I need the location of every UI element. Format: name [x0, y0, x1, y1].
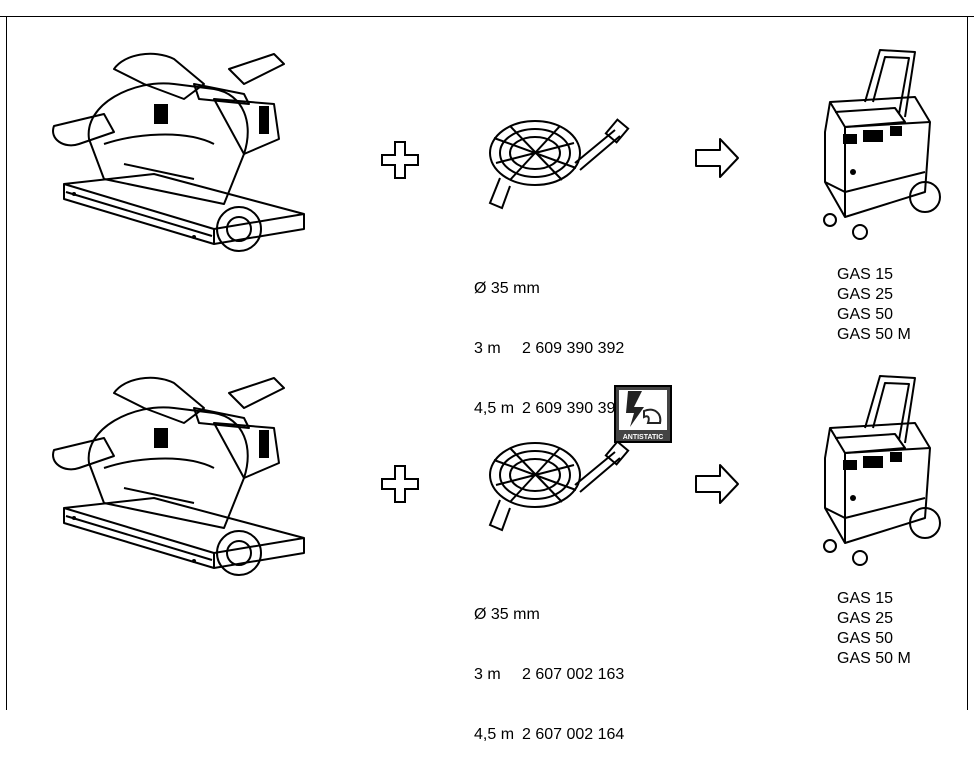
antistatic-label: ANTISTATIC — [623, 434, 664, 441]
page-frame-right — [967, 16, 968, 710]
hose-illustration — [488, 440, 630, 532]
vacuum-cleaner-illustration — [823, 49, 941, 240]
page-frame-top — [0, 16, 974, 17]
hose-length: 4,5 m — [474, 726, 515, 743]
hose-option-row: 3 m 2 609 390 392 — [474, 339, 624, 359]
vacuum-model: GAS 50 — [837, 306, 894, 323]
hose-option-row: 3 m 2 607 002 163 — [474, 665, 624, 685]
hose-diameter: Ø 35 mm — [474, 606, 540, 623]
vacuum-model: GAS 15 — [837, 266, 894, 283]
plunge-saw-illustration — [52, 52, 305, 252]
vacuum-model: GAS 50 M — [837, 326, 911, 343]
vacuum-model: GAS 25 — [837, 610, 894, 627]
antistatic-icon: ANTISTATIC — [614, 385, 672, 443]
antistatic-badge: ANTISTATIC — [614, 385, 672, 443]
page-frame-left — [6, 16, 7, 710]
hose-spec-block: Ø 35 mm 3 m 2 607 002 163 4,5 m 2 607 002 … — [474, 565, 624, 765]
hose-part-number: 2 609 390 393 — [522, 400, 625, 417]
hose-part-number: 2 607 002 163 — [522, 666, 625, 683]
vacuum-model: GAS 25 — [837, 286, 894, 303]
hose-part-number: 2 609 390 392 — [522, 340, 625, 357]
hose-length: 3 m — [474, 666, 501, 683]
hose-length: 3 m — [474, 340, 501, 357]
hose-diameter: Ø 35 mm — [474, 280, 540, 297]
plus-icon — [381, 141, 419, 179]
arrow-right-icon — [695, 464, 739, 504]
vacuum-model: GAS 15 — [837, 590, 894, 607]
vacuum-model: GAS 50 M — [837, 650, 911, 667]
hose-option-row: 4,5 m 2 607 002 164 — [474, 725, 624, 745]
hose-illustration — [488, 118, 630, 210]
hose-spec-block: Ø 35 mm 3 m 2 609 390 392 4,5 m 2 609 390 … — [474, 239, 624, 439]
plunge-saw-illustration — [52, 376, 305, 576]
hose-part-number: 2 607 002 164 — [522, 726, 625, 743]
hose-length: 4,5 m — [474, 400, 515, 417]
vacuum-model-list: GAS 15 GAS 25 GAS 50 GAS 50 M — [837, 589, 911, 669]
arrow-right-icon — [695, 138, 739, 178]
plus-icon — [381, 465, 419, 503]
vacuum-model-list: GAS 15 GAS 25 GAS 50 GAS 50 M — [837, 265, 911, 345]
vacuum-model: GAS 50 — [837, 630, 894, 647]
vacuum-cleaner-illustration — [823, 375, 941, 566]
hose-option-row: 4,5 m 2 609 390 393 — [474, 399, 624, 419]
